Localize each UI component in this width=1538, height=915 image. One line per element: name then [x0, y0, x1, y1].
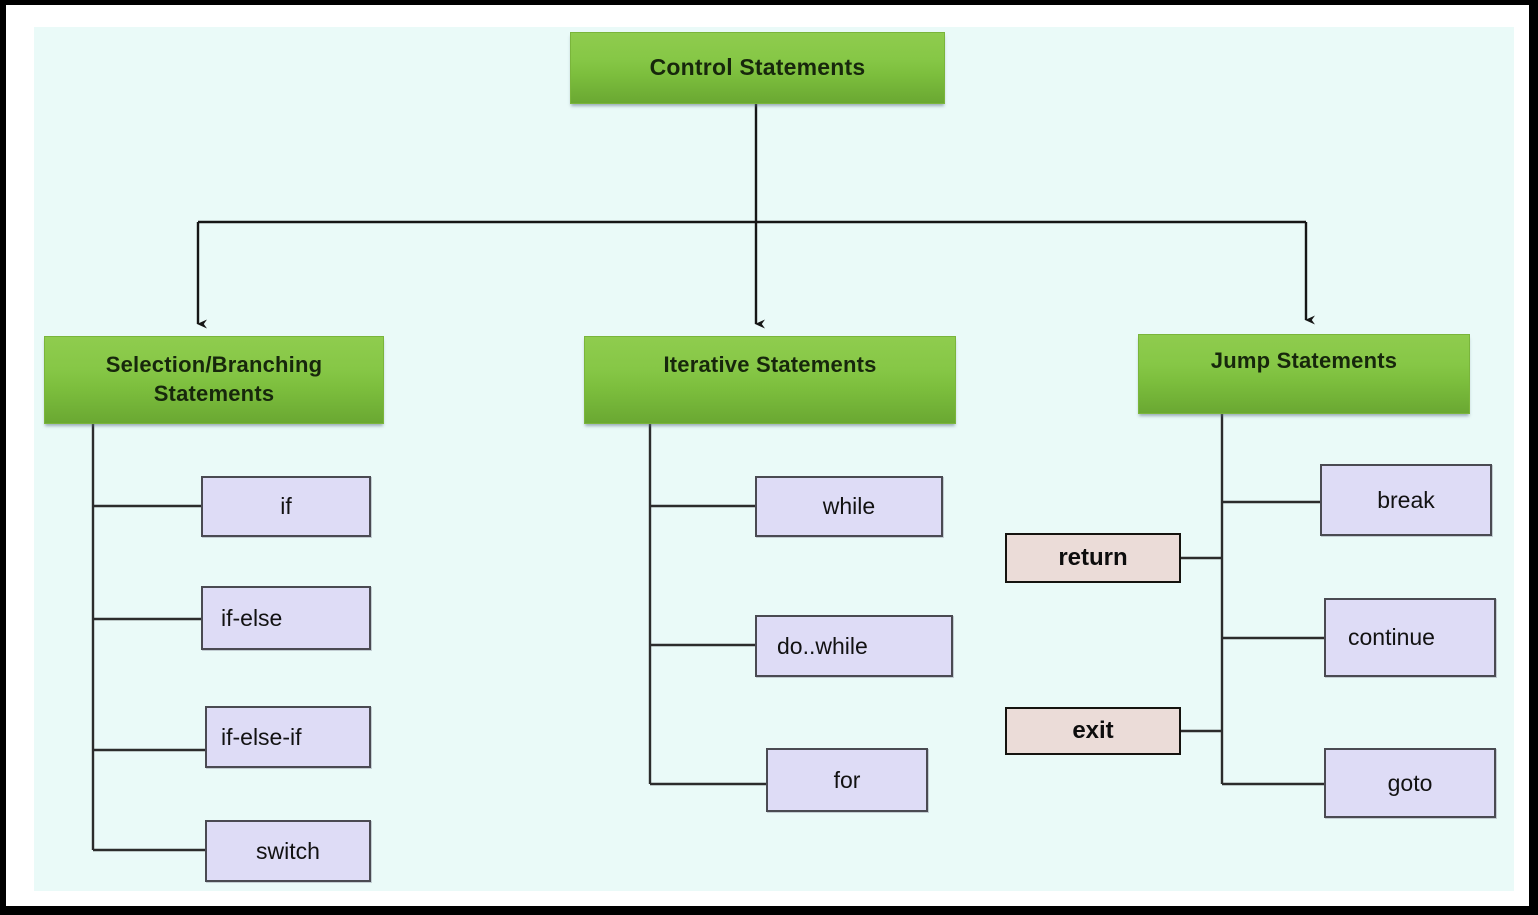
node-label: switch: [256, 837, 320, 864]
node-label: Control Statements: [649, 54, 866, 81]
node-if-else[interactable]: if-else: [201, 586, 371, 650]
node-label: if: [280, 493, 292, 519]
node-label: for: [833, 766, 861, 793]
node-switch[interactable]: switch: [205, 820, 371, 882]
node-break[interactable]: break: [1320, 464, 1492, 536]
node-for[interactable]: for: [766, 748, 928, 812]
node-selection-branching-statements[interactable]: Selection/Branching Statements: [44, 336, 384, 424]
node-label: exit: [1072, 717, 1114, 744]
node-exit[interactable]: exit: [1005, 707, 1181, 755]
node-control-statements[interactable]: Control Statements: [570, 32, 945, 104]
node-while[interactable]: while: [755, 476, 943, 537]
node-continue[interactable]: continue: [1324, 598, 1496, 677]
node-jump-statements[interactable]: Jump Statements: [1138, 334, 1470, 414]
node-label: break: [1377, 486, 1435, 513]
node-label: Selection/Branching Statements: [105, 352, 323, 406]
node-return[interactable]: return: [1005, 533, 1181, 583]
node-do-while[interactable]: do..while: [755, 615, 953, 677]
node-label: Jump Statements: [1210, 348, 1398, 373]
node-if-else-if[interactable]: if-else-if: [205, 706, 371, 768]
node-goto[interactable]: goto: [1324, 748, 1496, 818]
node-label: if-else-if: [221, 723, 302, 750]
node-label: return: [1058, 544, 1128, 571]
node-if[interactable]: if: [201, 476, 371, 537]
node-iterative-statements[interactable]: Iterative Statements: [584, 336, 956, 424]
node-label: continue: [1348, 624, 1435, 650]
node-label: if-else: [221, 604, 283, 631]
node-label: while: [822, 493, 876, 519]
node-label: goto: [1387, 769, 1433, 796]
node-label: Iterative Statements: [663, 352, 877, 377]
node-label: do..while: [777, 632, 868, 659]
